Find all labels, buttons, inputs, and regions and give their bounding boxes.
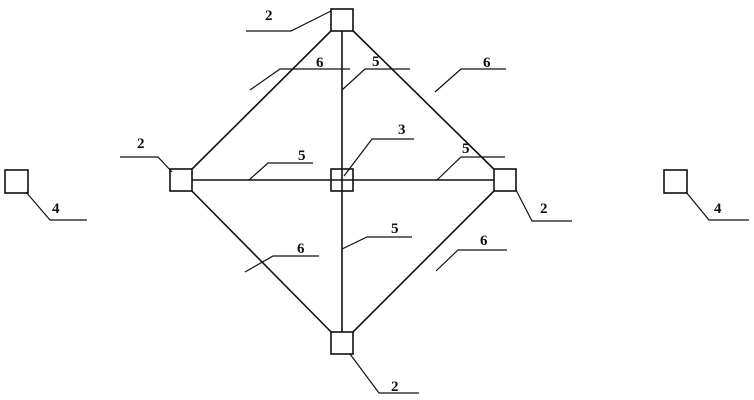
leader-cross-right: [436, 156, 505, 181]
edge-upper-left: [180, 19, 343, 181]
leader-edge-upper-left: [249, 68, 350, 91]
leader-cross-left: [248, 162, 313, 181]
edge-upper-right: [341, 19, 506, 181]
label-node-left: 2: [137, 136, 145, 152]
label-cross-lower: 5: [391, 221, 399, 237]
node-box-bottom: [330, 331, 354, 355]
label-edge-upper-left: 6: [316, 55, 324, 71]
label-node-bottom: 2: [391, 379, 399, 395]
label-cross-left: 5: [298, 148, 306, 164]
leader-edge-lower-left: [244, 255, 319, 273]
leader-edge-upper-right: [434, 68, 506, 93]
leader-node-bottom: [349, 353, 419, 394]
node-box-right: [493, 168, 517, 192]
leader-edge-lower-right: [435, 249, 507, 272]
leader-cross-upper: [341, 68, 410, 91]
leader-outer-right: [685, 191, 749, 221]
node-box-left: [169, 168, 193, 192]
leader-cross-lower: [341, 236, 412, 250]
node-box-top: [330, 8, 354, 32]
leader-outer-left: [25, 191, 87, 221]
label-cross-upper: 5: [372, 54, 380, 70]
edge-lower-left: [180, 179, 343, 344]
label-center: 3: [398, 122, 406, 138]
label-outer-left: 4: [52, 201, 60, 217]
leader-center: [343, 138, 414, 177]
edge-lower-right: [341, 179, 506, 344]
label-node-top: 2: [265, 8, 273, 24]
label-edge-upper-right: 6: [483, 55, 491, 71]
leader-node-left: [120, 156, 173, 173]
label-node-right: 2: [540, 201, 548, 217]
label-edge-lower-right: 6: [480, 233, 488, 249]
label-cross-right: 5: [462, 141, 470, 157]
leader-node-right: [515, 189, 572, 222]
outer-box-left: [4, 169, 29, 194]
leader-node-top: [246, 10, 332, 32]
label-outer-right: 4: [714, 201, 722, 217]
outer-box-right: [663, 169, 688, 194]
label-edge-lower-left: 6: [297, 241, 305, 257]
